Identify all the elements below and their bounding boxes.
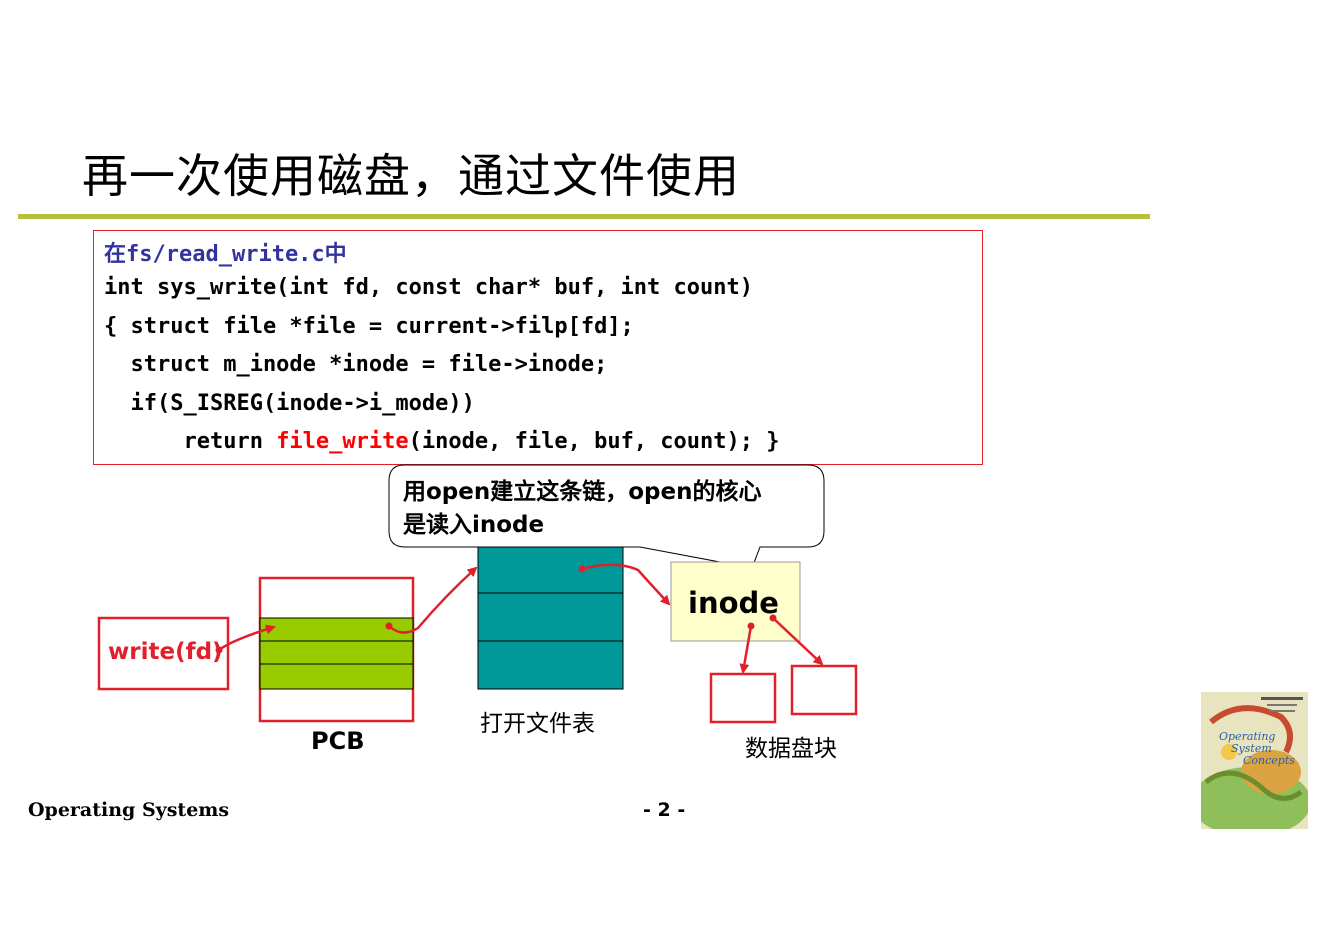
- arrow-table-to-inode: [581, 563, 671, 606]
- open-file-table-label: 打开文件表: [480, 711, 595, 737]
- arrow-write-to-pcb: [218, 624, 276, 652]
- title-divider: [18, 214, 1150, 219]
- pcb-rows: [259, 617, 414, 690]
- code-line-1: int sys_write(int fd, const char* buf, i…: [104, 275, 754, 300]
- pcb-label: PCB: [311, 727, 365, 755]
- book-title-line-1: Operating: [1219, 730, 1276, 743]
- data-block-1: [709, 672, 777, 724]
- callout-line-2: 是读入inode: [403, 512, 545, 538]
- code-line-2: { struct file *file = current->filp[fd];: [104, 314, 634, 339]
- callout-line-1: 用open建立这条链，open的核心: [403, 479, 762, 505]
- book-cover-art: [1201, 692, 1308, 829]
- data-blocks-label: 数据盘块: [745, 736, 837, 762]
- book-title-line-2: System: [1231, 742, 1272, 755]
- callout-bubble: [388, 464, 825, 569]
- code-header: 在fs/read_write.c中: [104, 242, 347, 267]
- code-line-5-prefix: return: [104, 429, 277, 454]
- file-write-highlight: file_write: [276, 429, 409, 454]
- page-number: - 2 -: [643, 799, 686, 821]
- write-fd-label: write(fd): [108, 639, 223, 665]
- footer-course-name: Operating Systems: [28, 799, 230, 821]
- code-line-5-suffix: (inode, file, buf, count); }: [408, 429, 780, 454]
- arrow-pcb-to-table: [388, 566, 478, 634]
- code-line-3: struct m_inode *inode = file->inode;: [104, 352, 608, 377]
- write-fd-box: [97, 616, 230, 691]
- inode-box: [670, 561, 801, 642]
- callout-text: 用open建立这条链，open的核心 是读入inode: [403, 476, 823, 542]
- code-line-5: return file_write(inode, file, buf, coun…: [104, 429, 780, 454]
- arrow-inode-to-block-1: [739, 625, 753, 674]
- book-cover-image: Operating System Concepts: [1201, 692, 1308, 829]
- code-line-4: if(S_ISREG(inode->i_mode)): [104, 391, 475, 416]
- inode-label: inode: [688, 586, 779, 620]
- slide-title: 再一次使用磁盘，通过文件使用: [82, 149, 740, 203]
- code-block: 在fs/read_write.c中 int sys_write(int fd, …: [93, 230, 983, 465]
- data-block-2: [790, 664, 858, 716]
- arrow-inode-to-block-2: [772, 617, 824, 666]
- open-file-table: [477, 546, 624, 690]
- book-title-line-3: Concepts: [1243, 754, 1295, 767]
